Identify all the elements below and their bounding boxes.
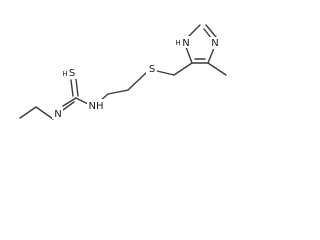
atom-label-ethyl-n: N — [54, 109, 61, 120]
bond-c2-n3 — [205, 24, 217, 38]
atom-label-thiocarbonyl-s: S — [69, 68, 75, 79]
bond-c-n — [62, 97, 77, 107]
atom-label-imidazole-n: N — [211, 38, 218, 49]
bond-layer — [19, 24, 227, 120]
atom-label-thiocarbonyl-h: H — [62, 70, 67, 78]
bond-nh-c — [75, 97, 89, 105]
bond-c-s-double — [70, 79, 74, 97]
bond-c5-n1 — [185, 46, 193, 64]
atom-label-thiourea-nh: NH — [89, 101, 104, 112]
bond-n3-c4 — [207, 47, 215, 64]
bond-ch2-s — [156, 70, 175, 76]
bond-c5-ch2 — [173, 62, 193, 76]
chemical-structure: H N N S NH H S N — [19, 24, 227, 120]
atom-label-imidazole-h: H — [175, 39, 180, 47]
bond-s-ch2 — [127, 71, 148, 91]
atom-label-sulfide-s: S — [149, 64, 155, 75]
atom-layer: H N N S NH H S N — [52, 36, 220, 120]
bond-c4-methyl — [207, 62, 227, 76]
bond-n1-c2 — [187, 24, 201, 38]
bond-c-n-double — [62, 101, 75, 111]
bond-n-ch2 — [35, 106, 54, 120]
bond-c-s — [75, 78, 79, 97]
bond-ch2-ch3 — [19, 106, 37, 119]
bond-ch2-ch2 — [107, 89, 129, 95]
atom-label-imidazole-nh: N — [182, 38, 189, 49]
